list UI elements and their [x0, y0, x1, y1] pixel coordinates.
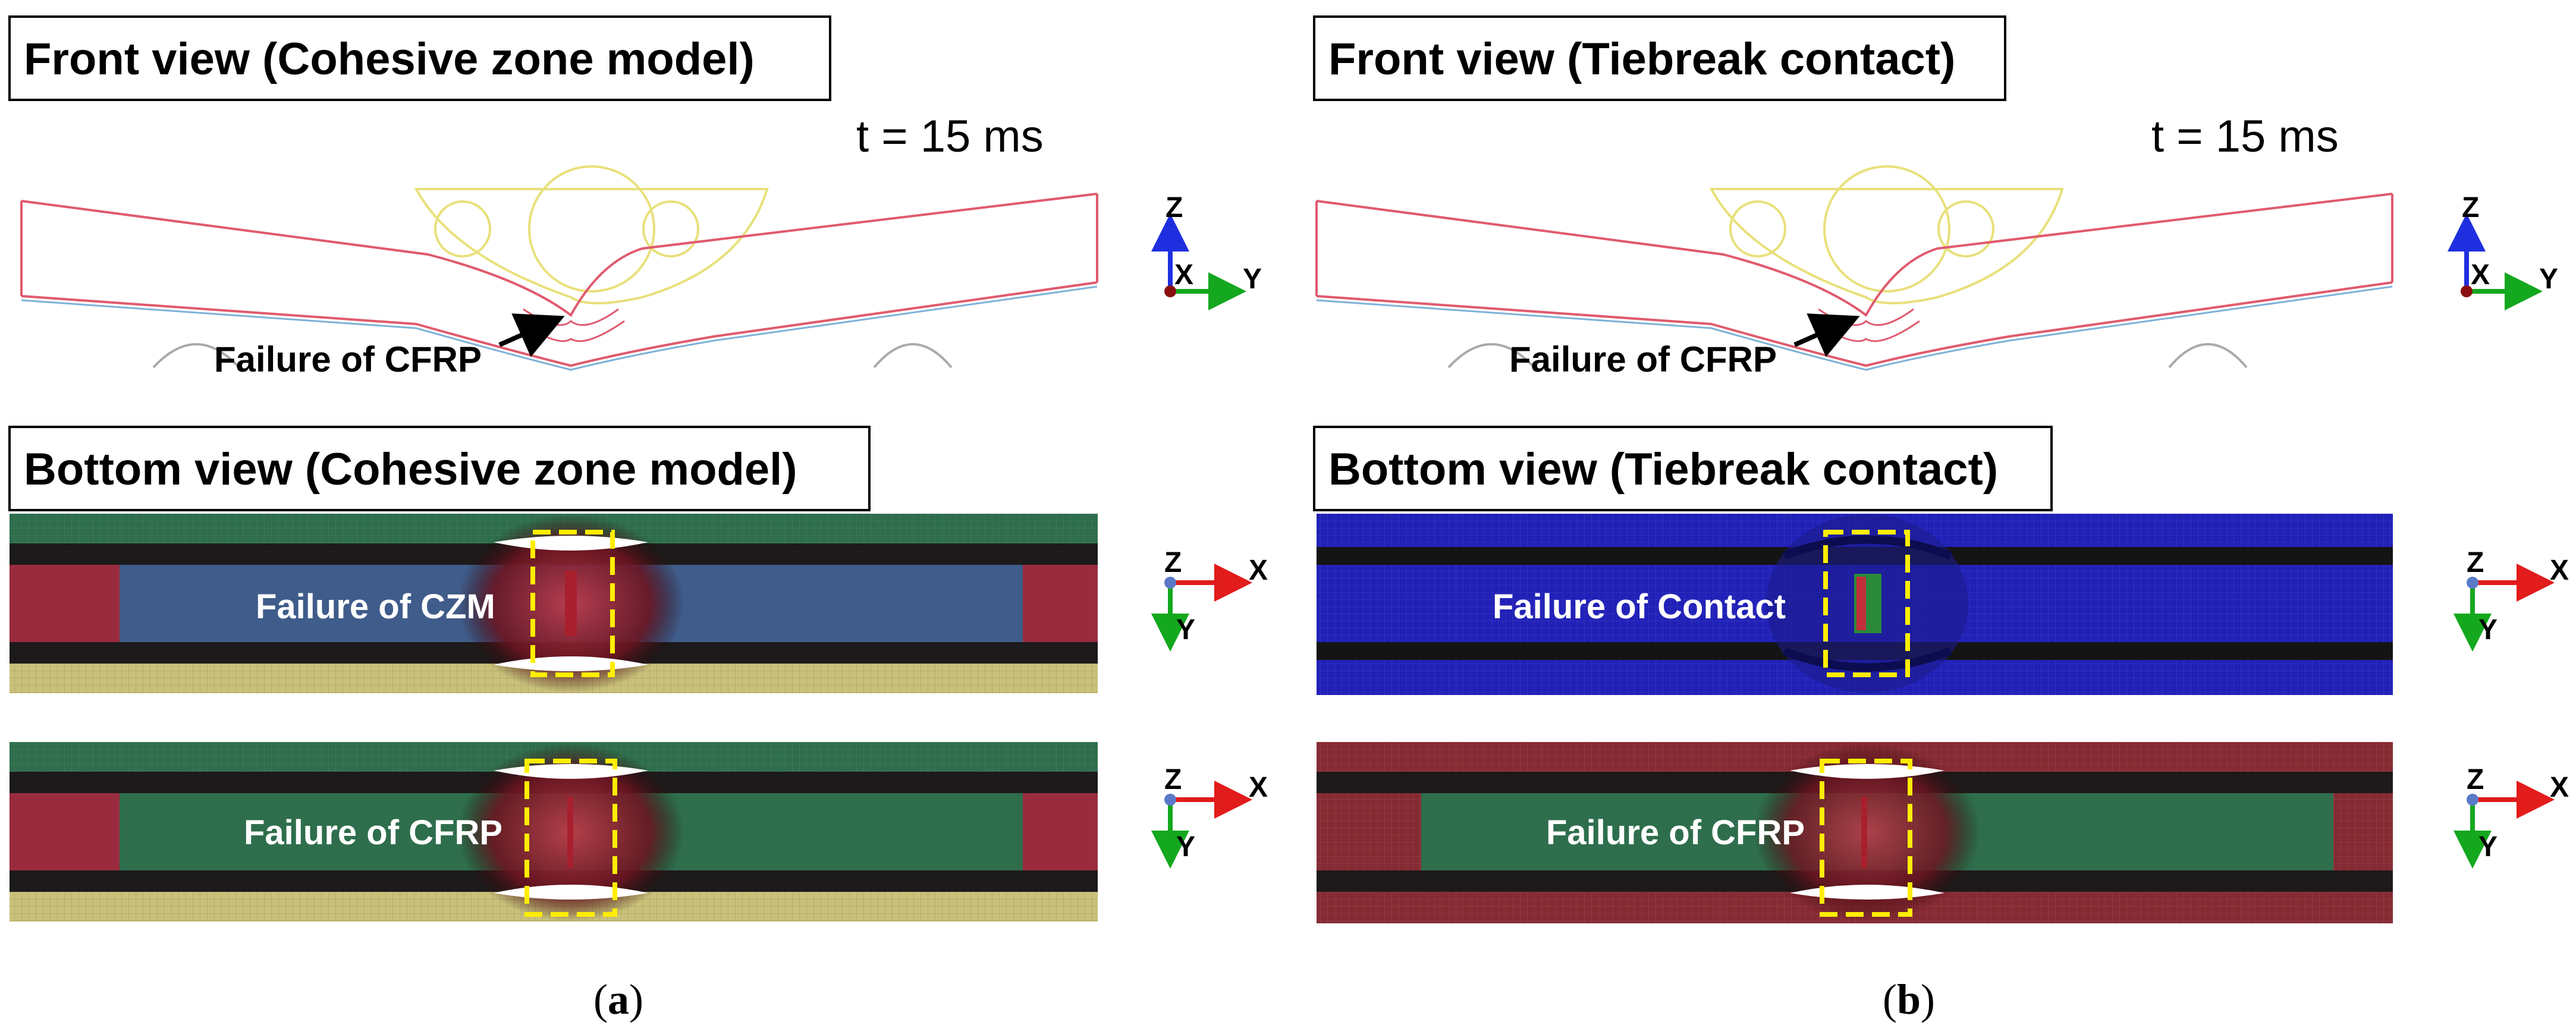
- czm-failure-label: Failure of CZM: [256, 587, 495, 626]
- axis-label-x: X: [1174, 259, 1193, 291]
- panel-caption: (b): [1883, 976, 1935, 1023]
- axis-label-z: Z: [2467, 547, 2484, 578]
- axis-label-z: Z: [1164, 764, 1182, 796]
- front-failure-label: Failure of CFRP: [1509, 339, 1777, 379]
- left-support: [1447, 343, 1535, 369]
- front-view-title-box: Front view (Cohesive zone model): [8, 15, 831, 101]
- front-view-drawing: Failure of CFRP: [1315, 165, 2393, 379]
- bottom-view-czm-failure: Failure of CZM: [10, 514, 1098, 693]
- laminate-bottom: [21, 281, 1098, 367]
- bottom-axis-triad-1: Z X Y: [1151, 547, 1268, 652]
- impactor-left-hole: [434, 200, 491, 257]
- failure-highlight-box: [1820, 759, 1912, 917]
- front-failure-label: Failure of CFRP: [214, 339, 482, 379]
- axis-label-z: Z: [2462, 192, 2479, 224]
- panel-b: Front view (Tiebreak contact) t = 15 ms …: [1313, 15, 2569, 1023]
- impactor-left-hole: [1729, 200, 1786, 257]
- cfrp-failure-label: Failure of CFRP: [1546, 813, 1805, 852]
- front-view-title-box: Front view (Tiebreak contact): [1313, 15, 2006, 101]
- axis-label-y: Y: [2478, 831, 2498, 863]
- front-failure-arrow: [1793, 313, 1860, 357]
- bottom-view-title: Bottom view (Tiebreak contact): [1328, 444, 1998, 495]
- axis-label-x: X: [2471, 259, 2490, 291]
- axis-label-y: Y: [1176, 614, 1195, 646]
- bottom-view-title-box: Bottom view (Cohesive zone model): [8, 426, 871, 511]
- failure-highlight-box: [530, 530, 615, 677]
- panel-a: Front view (Cohesive zone model) t = 15 …: [8, 15, 1268, 1023]
- laminate-top: [21, 193, 1098, 317]
- front-axis-triad: Z X Y: [1151, 192, 1262, 310]
- right-support: [2168, 343, 2248, 369]
- laminate-top: [1316, 193, 2393, 317]
- front-view-title: Front view (Cohesive zone model): [24, 34, 755, 84]
- bottom-axis-triad-1: Z X Y: [2454, 547, 2569, 652]
- axis-label-x: X: [2550, 555, 2569, 586]
- bottom-view-cfrp-failure: Failure of CFRP: [10, 742, 1098, 922]
- axis-label-y: Y: [2478, 614, 2498, 646]
- impactor-right-hole: [642, 200, 699, 257]
- cfrp-failure-label: Failure of CFRP: [244, 813, 502, 852]
- impactor-outline: [1709, 188, 2064, 304]
- bottom-view-title-box: Bottom view (Tiebreak contact): [1313, 426, 2053, 511]
- time-label: t = 15 ms: [856, 111, 1044, 162]
- axis-label-x: X: [1249, 555, 1268, 586]
- failure-highlight-box: [1823, 530, 1910, 677]
- impactor-outline: [414, 188, 769, 304]
- right-support: [873, 343, 953, 369]
- axis-label-z: Z: [1164, 547, 1182, 578]
- time-label: t = 15 ms: [2151, 111, 2339, 162]
- laminate-bottom: [1316, 281, 2393, 367]
- panel-caption: (a): [593, 976, 643, 1023]
- impactor-center-hole: [528, 165, 655, 293]
- front-axis-triad: Z X Y: [2448, 192, 2558, 310]
- front-view-title: Front view (Tiebreak contact): [1328, 34, 1955, 84]
- bottom-axis-triad-2: Z X Y: [1151, 764, 1268, 869]
- axis-label-x: X: [2550, 772, 2569, 803]
- failure-highlight-box: [524, 759, 617, 917]
- bottom-axis-triad-2: Z X Y: [2454, 764, 2569, 869]
- axis-label-x: X: [1249, 772, 1268, 803]
- front-view-drawing: Failure of CFRP: [20, 165, 1098, 379]
- axis-label-z: Z: [1166, 192, 1183, 224]
- axis-label-z: Z: [2467, 764, 2484, 796]
- bottom-view-cfrp-failure: Failure of CFRP: [1317, 742, 2393, 923]
- left-support: [152, 343, 240, 369]
- bottom-view-title: Bottom view (Cohesive zone model): [24, 444, 797, 495]
- bottom-view-contact-failure: Failure of Contact: [1317, 514, 2393, 695]
- impactor-center-hole: [1823, 165, 1950, 293]
- axis-label-y: Y: [1243, 263, 1262, 295]
- impactor-right-hole: [1937, 200, 1994, 257]
- contact-failure-label: Failure of Contact: [1493, 587, 1786, 626]
- front-failure-arrow: [498, 313, 565, 357]
- axis-label-y: Y: [1176, 831, 1195, 863]
- axis-label-y: Y: [2539, 263, 2558, 295]
